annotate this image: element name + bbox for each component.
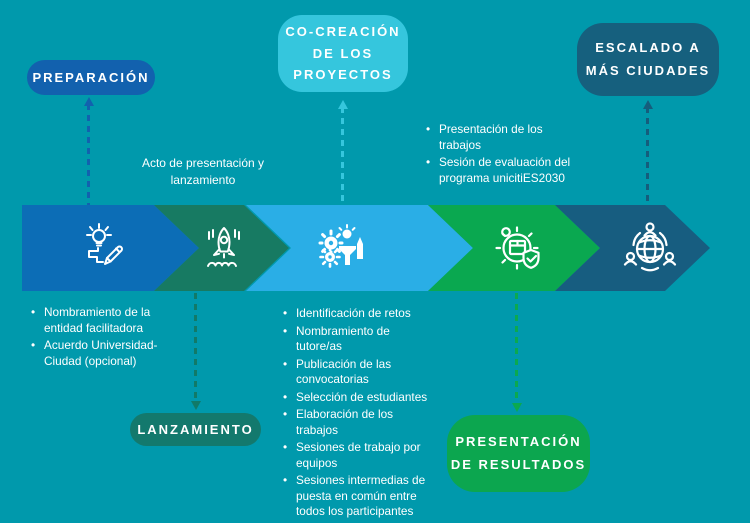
connector-arrow-escalado bbox=[642, 100, 653, 205]
stage-label-text: DE RESULTADOS bbox=[450, 456, 587, 472]
arrowhead-up-icon bbox=[83, 97, 94, 106]
arrowhead-down-icon bbox=[511, 403, 522, 412]
list-item: Sesiones de trabajo por equipos bbox=[282, 440, 434, 471]
bullet-list-cocreation: Identificación de retos Nombramiento de … bbox=[282, 306, 434, 522]
list-item: Sesiones intermedias de puesta en común … bbox=[282, 473, 434, 520]
list-item: Selección de estudiantes bbox=[282, 390, 434, 406]
list-item: Identificación de retos bbox=[282, 306, 434, 322]
dashed-line bbox=[341, 107, 344, 205]
arrowhead-down-icon bbox=[190, 401, 201, 410]
bullet-list-preparation: Nombramiento de la entidad facilitadora … bbox=[30, 305, 170, 371]
evaluation-check-icon bbox=[493, 221, 547, 275]
list-item: Acuerdo Universidad-Ciudad (opcional) bbox=[30, 338, 170, 369]
idea-pencil-icon bbox=[79, 222, 131, 274]
stage-label-text: DE LOS bbox=[312, 45, 374, 61]
dashed-line bbox=[646, 107, 649, 205]
connector-arrow-lanzamiento bbox=[190, 293, 201, 410]
connector-arrow-preparacion bbox=[83, 97, 94, 205]
global-network-icon bbox=[621, 219, 679, 277]
stage-label-cocreacion: CO-CREACIÓN DE LOS PROYECTOS bbox=[278, 15, 408, 92]
list-item: Nombramiento de tutore/as bbox=[282, 324, 434, 355]
list-item: Nombramiento de la entidad facilitadora bbox=[30, 305, 170, 336]
stage-label-text: CO-CREACIÓN bbox=[285, 24, 401, 40]
stage-label-text: PROYECTOS bbox=[293, 67, 393, 83]
arrowhead-up-icon bbox=[337, 100, 348, 109]
stage-label-text: MÁS CIUDADES bbox=[585, 62, 711, 78]
annotation-acto: Acto de presentación y lanzamiento bbox=[141, 156, 265, 187]
stage-label-text: PREPARACIÓN bbox=[32, 70, 150, 85]
cocreation-gears-icon bbox=[318, 222, 370, 274]
list-item: Elaboración de los trabajos bbox=[282, 407, 434, 438]
connector-arrow-cocreacion bbox=[337, 100, 348, 205]
connector-arrow-presentacion bbox=[511, 293, 522, 412]
dashed-line bbox=[87, 104, 90, 205]
stage-label-text: LANZAMIENTO bbox=[137, 422, 254, 437]
stage-label-text: PRESENTACIÓN bbox=[455, 434, 582, 450]
arrowhead-up-icon bbox=[642, 100, 653, 109]
list-item: Publicación de las convocatorias bbox=[282, 357, 434, 388]
stage-label-preparacion: PREPARACIÓN bbox=[27, 60, 155, 95]
dashed-line bbox=[515, 293, 518, 404]
stage-label-text: ESCALADO A bbox=[595, 40, 701, 56]
stage-label-escalado: ESCALADO A MÁS CIUDADES bbox=[577, 23, 719, 96]
dashed-line bbox=[194, 293, 197, 402]
list-item: Sesión de evaluación del programa unicit… bbox=[425, 155, 577, 186]
rocket-launch-icon bbox=[196, 220, 252, 276]
process-chevron-band bbox=[0, 205, 750, 291]
bullet-list-evaluation: Presentación de los trabajos Sesión de e… bbox=[425, 122, 577, 188]
stage-label-lanzamiento: LANZAMIENTO bbox=[130, 413, 261, 446]
list-item: Presentación de los trabajos bbox=[425, 122, 577, 153]
stage-label-presentacion: PRESENTACIÓN DE RESULTADOS bbox=[447, 415, 590, 492]
